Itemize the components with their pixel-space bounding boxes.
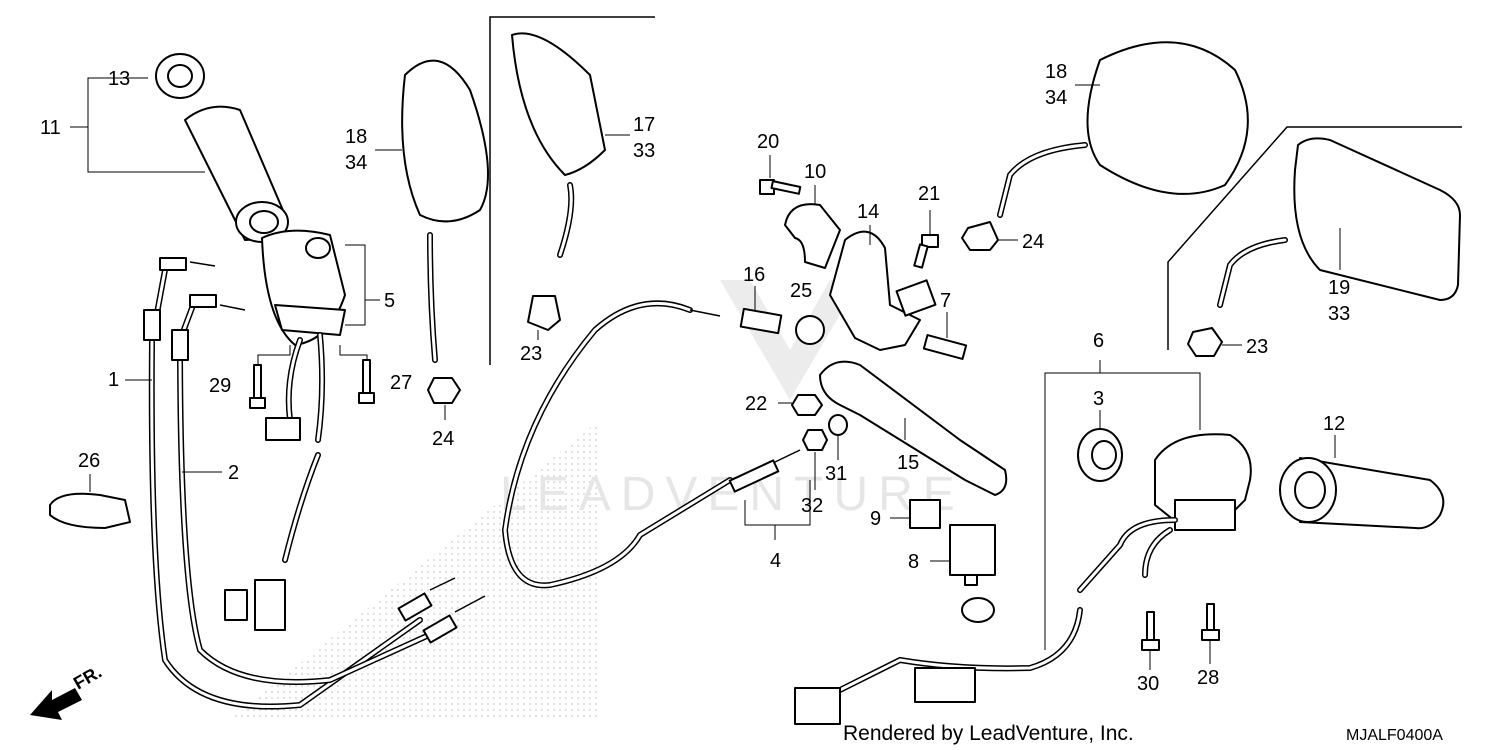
part-32-nut [802, 429, 828, 451]
label-29: 29 [209, 375, 231, 397]
part-8-relay [949, 524, 996, 586]
label-7: 7 [940, 290, 951, 312]
label-23-left: 23 [520, 343, 542, 365]
label-18-right: 18 [1045, 61, 1067, 83]
label-6: 6 [1093, 330, 1104, 352]
part-23-right-nut [1187, 327, 1223, 357]
label-10: 10 [804, 161, 826, 183]
label-24-right: 24 [1022, 231, 1044, 253]
part-31-washer [828, 414, 848, 436]
label-15: 15 [897, 452, 919, 474]
label-21: 21 [918, 183, 940, 205]
label-23-right: 23 [1246, 336, 1268, 358]
leader-5 [345, 244, 380, 326]
part-1-throttle-cable [143, 257, 456, 710]
label-20: 20 [757, 131, 779, 153]
leader-6 [1044, 360, 1201, 650]
label-24-left: 24 [432, 428, 454, 450]
label-17: 17 [633, 114, 655, 136]
part-26-band [49, 492, 131, 529]
part-22-nut [791, 394, 823, 416]
label-5: 5 [384, 290, 395, 312]
part-18-left-mirror [401, 59, 489, 363]
part-21-pin [913, 234, 939, 269]
label-2: 2 [228, 462, 239, 484]
label-3: 3 [1093, 388, 1104, 410]
part-11-left-grip [184, 105, 289, 243]
part-3-grommet [1077, 428, 1123, 482]
part-24-right-nut [961, 221, 999, 251]
label-19-33: 33 [1328, 303, 1350, 325]
label-16: 16 [743, 264, 765, 286]
label-22: 22 [745, 393, 767, 415]
part-16-adjuster [739, 307, 783, 335]
part-18-right-mirror [997, 41, 1249, 218]
part-25-bushing [795, 315, 825, 345]
part-17-left-mirror-alt [511, 32, 606, 258]
callout-labels: 1 2 3 4 5 6 7 8 9 10 11 12 13 14 15 16 1… [40, 61, 1350, 695]
watermark-text: LEADVENTURE [500, 468, 965, 521]
part-7-switch [922, 334, 968, 360]
part-20-bolt [759, 179, 802, 195]
front-direction-arrow: FR. [30, 662, 105, 720]
part-14-lever-bracket [829, 230, 937, 351]
label-19: 19 [1328, 277, 1350, 299]
part-28-screw [1201, 603, 1220, 641]
label-1: 1 [108, 369, 119, 391]
label-12: 12 [1323, 413, 1345, 435]
label-18-left: 18 [345, 126, 367, 148]
part-10-holder [784, 203, 841, 269]
leader-29 [257, 345, 291, 365]
label-11: 11 [40, 117, 61, 139]
part-29-screw [249, 364, 266, 409]
part-19-right-mirror-alt [1217, 137, 1461, 308]
label-30: 30 [1137, 673, 1159, 695]
part-9-relay [909, 499, 941, 529]
diagram-code: MJALF0400A [1346, 727, 1443, 744]
part-27-screw [358, 359, 375, 404]
label-34-left: 34 [345, 152, 367, 174]
label-13: 13 [108, 68, 130, 90]
watermark: LEADVENTURE [230, 280, 965, 720]
right-switch-harness [794, 597, 1083, 725]
leader-27 [339, 345, 368, 360]
footer-credit: Rendered by LeadVenture, Inc. [843, 722, 1134, 745]
part-12-right-grip [1279, 457, 1445, 530]
label-14: 14 [857, 201, 879, 223]
part-6-right-switch [1077, 433, 1252, 593]
part-5-left-switch [261, 229, 346, 346]
left-switch-wiring [224, 332, 326, 631]
label-28: 28 [1197, 667, 1219, 689]
part-30-screw [1141, 611, 1160, 651]
label-8: 8 [908, 551, 919, 573]
label-4: 4 [770, 550, 781, 572]
section-frames [489, 16, 1462, 365]
part-13-grip-cap [155, 53, 205, 99]
part-15-clutch-lever [819, 360, 1008, 496]
label-27: 27 [390, 372, 412, 394]
label-31: 31 [825, 463, 847, 485]
label-17-33: 33 [633, 140, 655, 162]
part-2-throttle-cable [171, 294, 486, 685]
label-26: 26 [78, 450, 100, 472]
part-24-left-nut [427, 377, 461, 404]
label-32: 32 [801, 495, 823, 517]
part-4-clutch-cable [501, 300, 801, 589]
label-25: 25 [790, 280, 812, 302]
label-34-right: 34 [1045, 87, 1067, 109]
part-23-left-nut [527, 295, 561, 331]
leader-11 [87, 77, 205, 173]
leader-4 [744, 480, 811, 540]
label-9: 9 [870, 508, 881, 530]
